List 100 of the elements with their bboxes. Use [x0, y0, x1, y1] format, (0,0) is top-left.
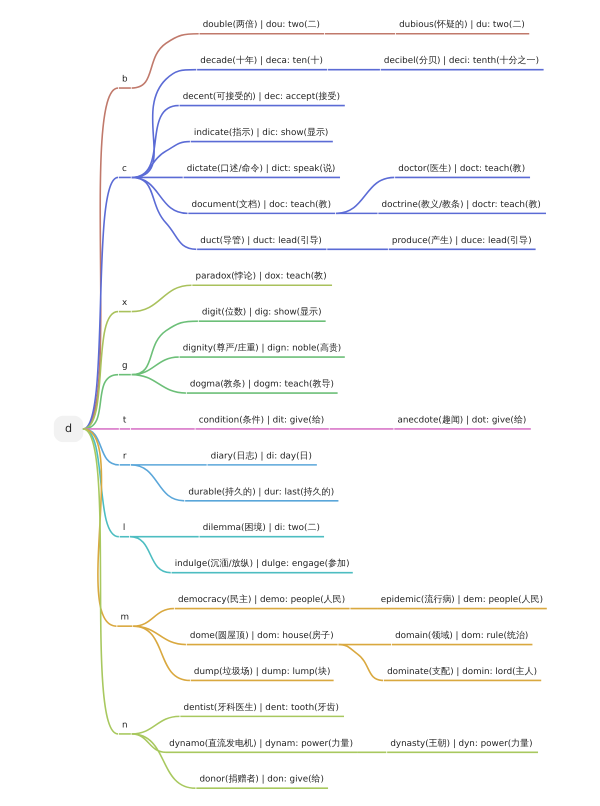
- connector: [82, 176, 118, 430]
- node-label: dubious(怀疑的) | du: two(二): [398, 20, 524, 30]
- node-box: [377, 608, 546, 610]
- node-box: [195, 428, 328, 430]
- connector: [129, 536, 170, 574]
- node-box: [118, 733, 130, 735]
- node-box: [118, 374, 130, 376]
- node-label: g: [122, 361, 128, 372]
- connector: [130, 428, 194, 430]
- node-label: r: [122, 451, 126, 462]
- node-label: dignity(尊严/庄重) | dign: noble(高贵): [182, 344, 341, 354]
- node-box: [118, 87, 130, 89]
- node-label: dome(圆屋顶) | dom: house(房子): [189, 630, 334, 641]
- connector: [335, 176, 394, 214]
- connector: [82, 428, 116, 627]
- connector: [131, 176, 188, 214]
- node-box: [388, 248, 536, 250]
- node-box: [118, 176, 130, 178]
- connector: [131, 176, 182, 178]
- node-box: [119, 536, 129, 538]
- node-label: indulge(沉湎/放纵) | dulge: engage(参加): [174, 559, 350, 570]
- node-box: [171, 572, 352, 574]
- node-box: d: [53, 416, 83, 442]
- node-label: domain(领域) | dom: rule(统治): [394, 630, 528, 641]
- connector: [130, 464, 184, 502]
- connector: [82, 428, 119, 538]
- connector: [328, 68, 380, 70]
- node-label: anecdote(趣闻) | dot: give(给): [397, 415, 526, 426]
- connector: [82, 428, 118, 466]
- node-label: dentist(牙科医生) | dent: tooth(牙齿): [183, 702, 338, 713]
- node-box: [394, 428, 530, 430]
- node-box: [180, 716, 344, 718]
- node-box: [188, 212, 335, 214]
- node-box: [196, 787, 328, 790]
- node-box: [174, 608, 350, 610]
- node-label: epidemic(流行病) | dem: people(人民): [380, 595, 543, 606]
- node-label: doctrine(教义/教条) | doctr: teach(教): [381, 200, 540, 210]
- node-box: [186, 644, 338, 646]
- node-box: [199, 536, 324, 538]
- node-box: [198, 320, 326, 322]
- node-label: decade(十年) | deca: ten(十): [200, 56, 322, 66]
- node-label: doctor(医生) | doct: teach(教): [398, 164, 525, 174]
- node-label: indicate(指示) | dic: show(显示): [193, 128, 328, 138]
- node-label: democracy(民主) | demo: people(人民): [177, 595, 345, 606]
- node-box: [395, 32, 529, 35]
- node-box: [206, 464, 316, 466]
- node-box: [380, 68, 544, 70]
- connector: [131, 176, 196, 250]
- node-box: [196, 248, 326, 250]
- node-box: [119, 428, 130, 430]
- node-box: [179, 356, 344, 358]
- connector: [131, 32, 198, 89]
- node-label: dictate(口述/命令) | dict: speak(说): [186, 164, 335, 174]
- node-box: [199, 32, 324, 35]
- node-label: produce(产生) | duce: lead(引导): [391, 236, 532, 246]
- node-label: dogma(教条) | dogm: teach(教导): [189, 379, 334, 390]
- node-box: [116, 625, 132, 627]
- connector: [326, 248, 388, 250]
- node-box: [394, 176, 530, 178]
- node-label: double(两倍) | dou: two(二): [202, 20, 320, 30]
- node-label: digit(位数) | dig: show(显示): [201, 308, 322, 318]
- node-box: [190, 680, 334, 682]
- connector: [131, 356, 178, 376]
- node-label: document(文档) | doc: teach(教): [191, 200, 331, 210]
- node-box: [378, 212, 546, 214]
- node-label: t: [122, 415, 126, 426]
- node-box: [118, 310, 130, 312]
- node-label: b: [122, 74, 128, 84]
- node-label: durable(持久的) | dur: last(持久的): [188, 487, 334, 498]
- node-box: [386, 752, 538, 754]
- connector: [132, 608, 174, 627]
- node-label: diary(日志) | di: day(日): [210, 451, 312, 462]
- node-label: c: [122, 164, 126, 174]
- node-label: dynamo(直流发电机) | dynam: power(力量): [168, 738, 353, 749]
- connector: [131, 733, 196, 790]
- connector: [82, 428, 118, 430]
- connector: [350, 608, 378, 610]
- node-box: [391, 644, 532, 646]
- connector: [338, 644, 391, 646]
- connector: [329, 428, 394, 430]
- connector: [324, 32, 395, 35]
- node-label: dump(垃圾场) | dump: lump(块): [193, 666, 330, 677]
- node-label: decent(可接受的) | dec: accept(接受): [182, 92, 340, 102]
- node-label: paradox(悖论) | dox: teach(教): [195, 272, 326, 282]
- node-label: donor(捐赠者) | don: give(给): [199, 774, 324, 785]
- node-box: [184, 500, 338, 502]
- node-label: x: [122, 298, 127, 308]
- connector: [131, 140, 190, 178]
- connector: [357, 752, 386, 754]
- node-box: [190, 140, 332, 142]
- node-box: [383, 680, 541, 682]
- node-box: [165, 752, 358, 754]
- node-label: dilemma(困境) | di: two(二): [202, 523, 320, 534]
- node-label: decibel(分贝) | deci: tenth(十分之一): [383, 56, 539, 66]
- node-box: [119, 464, 130, 466]
- node-box: [186, 392, 338, 394]
- node-box: [192, 284, 332, 286]
- connector: [336, 212, 378, 214]
- connector: [82, 428, 118, 735]
- connector: [131, 374, 186, 394]
